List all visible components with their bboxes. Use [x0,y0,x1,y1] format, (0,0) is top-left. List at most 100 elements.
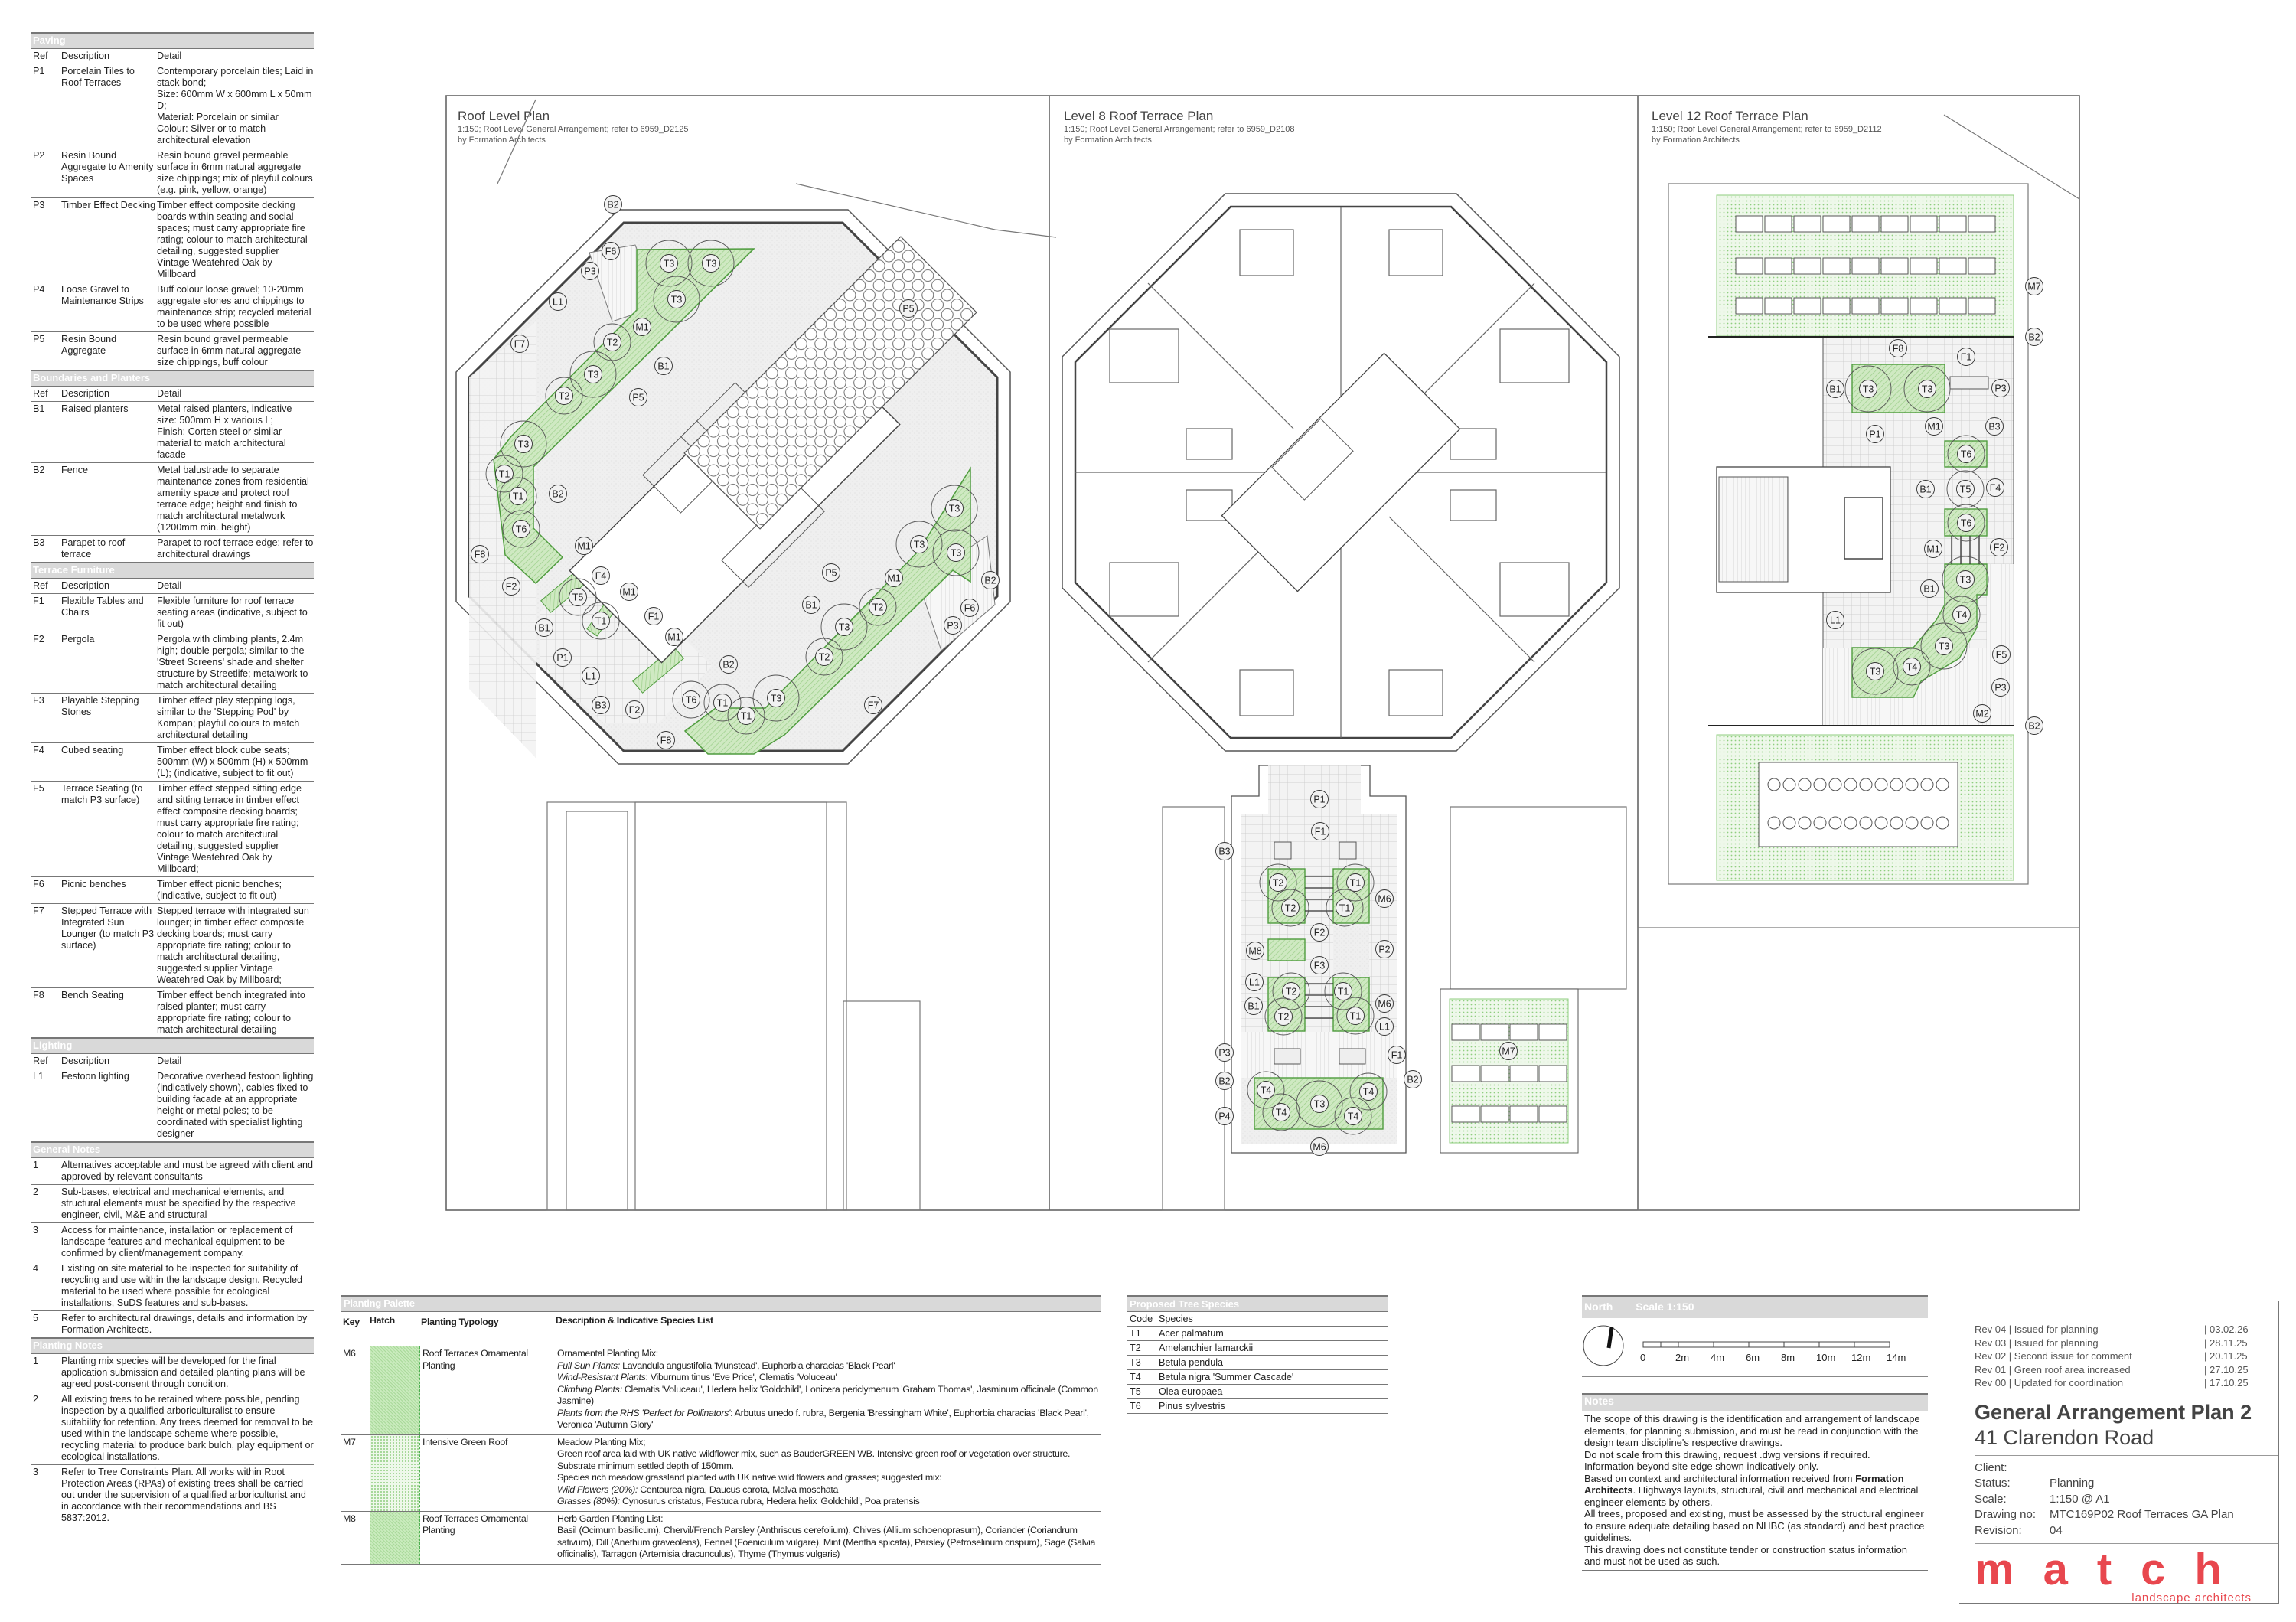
plant-unit [1813,778,1827,791]
species-line: Climbing Plants: Clematis 'Voluceau', He… [557,1384,1101,1408]
callout-bubble [1375,889,1394,908]
callout-bubble [604,195,622,214]
callout-label: T3 [664,259,675,269]
roof-panel [1822,257,1851,275]
plan-subtitle: 1:150; Roof Level General Arrangement; r… [458,125,689,134]
callout-p1: P1 [1866,425,1884,443]
legend-section-heading: Paving [31,32,314,48]
notes-paragraph: The scope of this drawing is the identif… [1584,1413,1926,1449]
tree-canopy-icon [653,276,700,323]
legend-ref: P3 [33,200,45,211]
callout-t1: T1 [727,697,765,735]
callout-m1: M1 [1925,417,1943,436]
legend-detail: Stepped terrace with integrated sun loun… [157,906,309,985]
callout-label: B2 [984,576,996,586]
plant-unit [1828,816,1842,830]
roof-panel [1968,257,1996,275]
tree-canopy-icon [932,529,980,576]
plan-title: Level 12 Roof Terrace Plan [1652,109,1808,123]
title-field: Drawing no:MTC169P02 Roof Terraces GA Pl… [1975,1507,2279,1523]
callout-t3: T3 [1296,1080,1343,1128]
level8-core [1221,352,1461,592]
callout-bubble [1889,339,1907,357]
legend-description: Resin Bound Aggregate [61,334,117,356]
callout-bubble [1388,1046,1406,1064]
legend-detail: Parapet to roof terrace edge; refer to a… [157,537,314,560]
title-field-value: 04 [2050,1523,2063,1537]
callout-bubble [555,387,573,405]
tree-canopy-icon [1851,648,1899,695]
callout-t3: T3 [932,529,980,576]
legend-ref: F8 [33,990,44,1000]
legend-detail: Flexible furniture for roof terrace seat… [157,596,308,629]
callout-f4: F4 [592,566,610,585]
planting-palette-table: Planting Palette Key Hatch Planting Typo… [341,1295,1101,1565]
tree-canopy-icon [752,674,800,722]
callout-label: P3 [1218,1048,1230,1059]
callout-label: T6 [1961,449,1972,460]
plan-credit: by Formation Architects [1652,135,1740,145]
callout-label: F4 [1990,483,2001,494]
tree-canopy-icon [805,638,843,676]
north-scale-heading: North Scale 1:150 [1582,1295,1928,1318]
tree-species: Pinus sylvestris [1159,1401,1225,1411]
col-description: Description [61,388,109,399]
plant-unit [1798,816,1812,830]
plan-subtitle: 1:150; Roof Level General Arrangement; r… [1064,125,1295,134]
callout-label: B2 [2028,721,2040,732]
notes-paragraph: Based on context and architectural infor… [1584,1473,1926,1509]
callout-bubble [1826,611,1844,629]
notes-text: The scope of this drawing is the identif… [1584,1413,1920,1448]
callout-f7: F7 [864,696,882,714]
callout-b3: B3 [592,696,610,714]
callout-label: P1 [1869,429,1880,440]
col-ref: Ref [33,388,48,399]
roof-panel [1735,297,1763,315]
callout-label: P1 [1313,795,1325,805]
tree-species-heading: Proposed Tree Species [1127,1295,1388,1311]
callout-bubble [1985,417,2004,436]
species-line: Grasses (80%): Cynosurus cristatus, Fest… [557,1496,1101,1508]
callout-label: F6 [964,603,976,614]
tree-canopy-icon [703,684,742,722]
callout-label: T3 [1960,575,1971,586]
plant-unit [1782,778,1796,791]
callout-bubble [1924,540,1942,558]
callout-label: F4 [595,571,607,582]
callout-f8: F8 [471,545,489,563]
callout-t1: T1 [703,684,742,722]
callout-t1: T1 [1336,997,1375,1035]
legend-description: Stepped Terrace with Integrated Sun Loun… [61,906,155,951]
scale-tick-label: 0 [1640,1352,1645,1363]
callout-bubble [682,690,700,709]
callout-label: M1 [1926,544,1939,555]
revision-row: Rev 03 | Issued for planning| 28.11.25 [1975,1336,2279,1350]
legend-detail: Timber effect block cube seats; 500mm (W… [157,745,308,778]
title-field: Revision:04 [1975,1523,2279,1539]
callout-label: T4 [1348,1111,1359,1122]
callout-label: T3 [771,694,782,704]
callout-bubble [654,357,673,375]
legend-ref: F2 [33,634,44,645]
tree-canopy-icon [1264,997,1303,1036]
callout-label: F1 [648,612,660,622]
callout-bubble [1375,994,1394,1013]
callout-t4: T4 [1942,596,1981,634]
callout-label: T4 [1363,1087,1375,1098]
roof-panel [1851,297,1880,315]
callout-label: F3 [1314,961,1326,971]
callout-l1: L1 [1826,611,1844,629]
callout-l1: L1 [549,292,567,311]
callout-bubble [553,648,572,667]
callout-t3: T3 [1903,365,1951,413]
roof-panel [1880,215,1909,233]
title-field-value: MTC169P02 Roof Terraces GA Plan [2050,1508,2234,1521]
callout-bubble [1215,1043,1234,1062]
callout-t3: T3 [653,276,700,323]
callout-p3: P3 [944,616,962,635]
